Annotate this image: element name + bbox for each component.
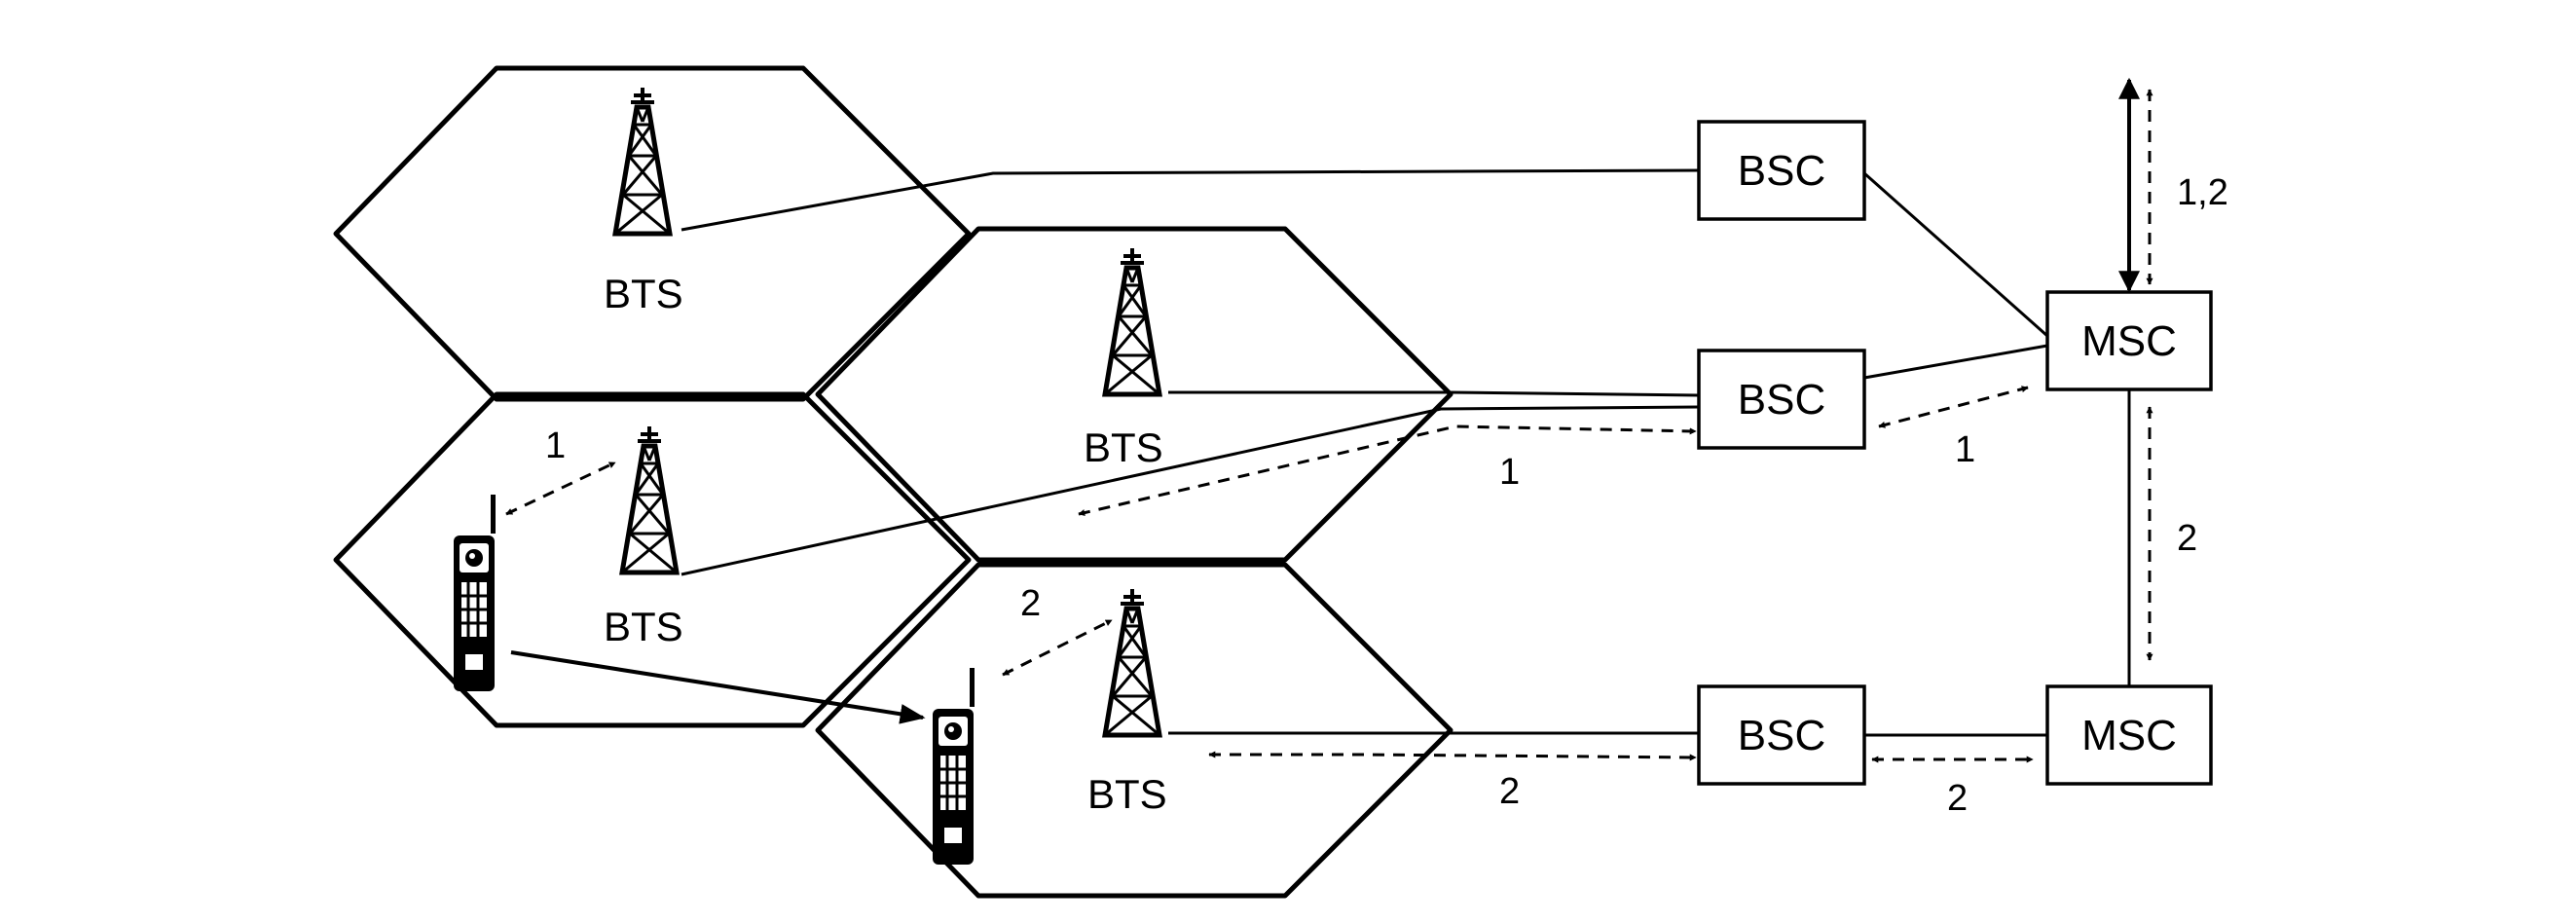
link-bts-left-to-bsc bbox=[681, 405, 1700, 576]
bsc-label-bottom: BSC bbox=[1738, 712, 1825, 759]
signal-2-bts-bsc-arrow bbox=[1208, 751, 1697, 761]
signal-1-bsc-msc-arrow bbox=[1878, 386, 2029, 428]
label-1-bsc-msc: 1 bbox=[1955, 429, 1975, 470]
msc-label-bottom: MSC bbox=[2081, 712, 2177, 759]
bsc-label-middle: BSC bbox=[1738, 376, 1825, 424]
bsc-box-top bbox=[1697, 120, 1866, 221]
label-2-mobile-bts: 2 bbox=[1020, 583, 1041, 624]
label-1-mobile-bts: 1 bbox=[545, 425, 566, 466]
signal-1-mobile-bts-arrow bbox=[505, 461, 616, 516]
label-2-bsc-msc: 2 bbox=[1947, 778, 1968, 819]
cell-bottom bbox=[815, 562, 1454, 899]
bts-tower-center-icon bbox=[1105, 248, 1159, 394]
bts-label-bottom: BTS bbox=[1087, 771, 1167, 817]
cell-top-left bbox=[333, 65, 972, 402]
bsc-label-top: BSC bbox=[1738, 147, 1825, 195]
label-12-external: 1,2 bbox=[2177, 172, 2228, 213]
mobile-phone-after-icon bbox=[931, 666, 976, 867]
signal-1-bts-bsc-arrow bbox=[1078, 425, 1697, 516]
msc-label-top: MSC bbox=[2081, 317, 2177, 365]
signal-2-mobile-bts-arrow bbox=[1002, 618, 1113, 677]
bsc-box-middle bbox=[1697, 349, 1866, 450]
bts-label-left: BTS bbox=[604, 604, 683, 649]
cell-left bbox=[333, 391, 972, 728]
label-1-bts-bsc: 1 bbox=[1499, 452, 1520, 493]
bts-tower-left-icon bbox=[622, 426, 677, 572]
label-2-msc-msc: 2 bbox=[2177, 518, 2197, 559]
cell-center bbox=[815, 226, 1454, 563]
link-bts-top-to-bsc bbox=[681, 168, 1700, 232]
link-bsc-middle-to-msc bbox=[1863, 344, 2048, 380]
bts-tower-bottom-icon bbox=[1105, 589, 1159, 735]
link-bts-center-to-bsc bbox=[1168, 390, 1700, 397]
bts-label-top: BTS bbox=[604, 271, 683, 316]
link-bsc-top-to-msc bbox=[1863, 171, 2048, 338]
handover-movement-arrow bbox=[510, 650, 926, 724]
bts-tower-top-icon bbox=[615, 88, 670, 234]
bsc-box-bottom bbox=[1697, 684, 1866, 786]
label-2-bts-bsc: 2 bbox=[1499, 771, 1520, 812]
mobile-phone-before-icon bbox=[452, 493, 497, 693]
bts-label-center: BTS bbox=[1084, 425, 1163, 470]
